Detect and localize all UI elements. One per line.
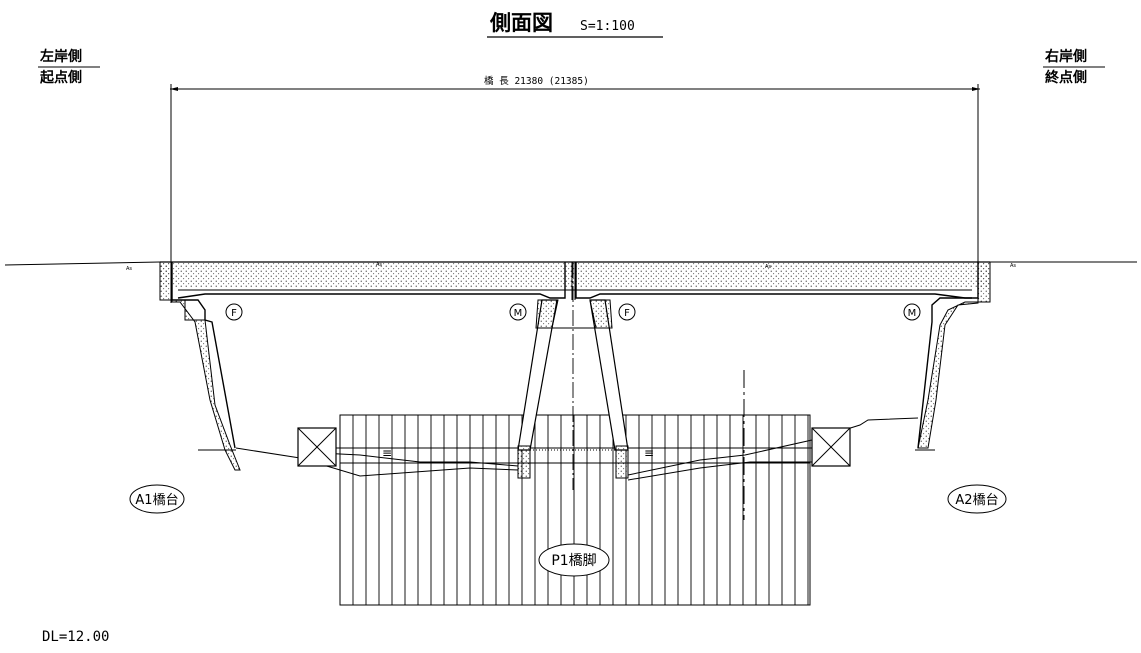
ground-label-left: As <box>126 266 132 272</box>
start-point-label: 起点側 <box>39 69 82 86</box>
span1-surface-label: As <box>376 262 382 268</box>
left-bank-label: 左岸側 <box>39 48 82 65</box>
span1-soffit <box>177 262 566 299</box>
a1-label: A1橋台 <box>135 493 178 508</box>
bearing-a2: M <box>903 303 921 321</box>
left-side-label: 左岸側 起点側 <box>38 48 100 86</box>
bridge-length-text: 橋 長 21380 (21385) <box>484 75 589 87</box>
water-level-mark-right: ≡ <box>644 446 654 460</box>
bearing-a1-label: F <box>231 308 237 319</box>
bridge-length-dimension: 橋 長 21380 (21385) <box>170 75 980 303</box>
datum-level: DL=12.00 <box>42 629 109 645</box>
bearing-a1: F <box>225 303 243 321</box>
cross-box-left <box>297 427 337 467</box>
pier-base-right <box>615 445 629 479</box>
a2-label: A2橋台 <box>955 493 998 508</box>
cross-box-right <box>811 427 851 467</box>
right-side-label: 右岸側 終点側 <box>1043 48 1105 86</box>
footing-hatch <box>352 415 809 605</box>
water-level-mark-left: ≡ <box>382 446 392 460</box>
dimension-arrow-left <box>170 87 178 91</box>
a2-front-face <box>917 262 979 449</box>
abutment-a1 <box>159 261 241 471</box>
bearing-a2-label: M <box>908 308 917 319</box>
pier-base-left <box>517 445 531 479</box>
drawing-scale: S=1:100 <box>580 19 635 34</box>
ground-label-right: As <box>1010 263 1016 269</box>
bearing-p1-left-label: M <box>514 308 523 319</box>
dimension-arrow-right <box>972 87 980 91</box>
bearing-p1-left: M <box>509 303 527 321</box>
bearing-p1-right-label: F <box>624 308 630 319</box>
riverbed-line-lower <box>299 451 519 467</box>
abutment-a2 <box>915 261 991 451</box>
a1-front-face <box>171 262 236 449</box>
right-bank-label: 右岸側 <box>1044 48 1087 65</box>
footing-outline <box>339 414 811 606</box>
p1-label: P1橋脚 <box>551 553 596 569</box>
a2-label-bubble: A2橋台 <box>947 484 1007 514</box>
ground-line-left <box>4 261 161 266</box>
end-point-label: 終点側 <box>1045 69 1087 86</box>
a1-body <box>159 261 241 471</box>
pier-p1-footing <box>339 414 811 606</box>
bridge-deck: As As <box>160 261 990 300</box>
drawing-title-main: 側面図 <box>489 11 553 35</box>
span2-surface-label: As <box>765 264 771 270</box>
pier-cap-right <box>589 299 613 329</box>
drawing-title: 側面図 S=1:100 <box>487 11 663 38</box>
pier-p1-columns <box>517 262 629 490</box>
a1-label-bubble: A1橋台 <box>129 484 185 514</box>
pier-cap-left <box>535 299 559 329</box>
riverbed-lines: ≡ ≡ <box>235 417 919 481</box>
p1-label-bubble: P1橋脚 <box>538 543 610 577</box>
a2-body <box>917 261 991 449</box>
riverbed-line-right-lower <box>627 461 812 481</box>
bearing-p1-right: F <box>618 303 636 321</box>
riverbed-line-left <box>235 447 519 477</box>
